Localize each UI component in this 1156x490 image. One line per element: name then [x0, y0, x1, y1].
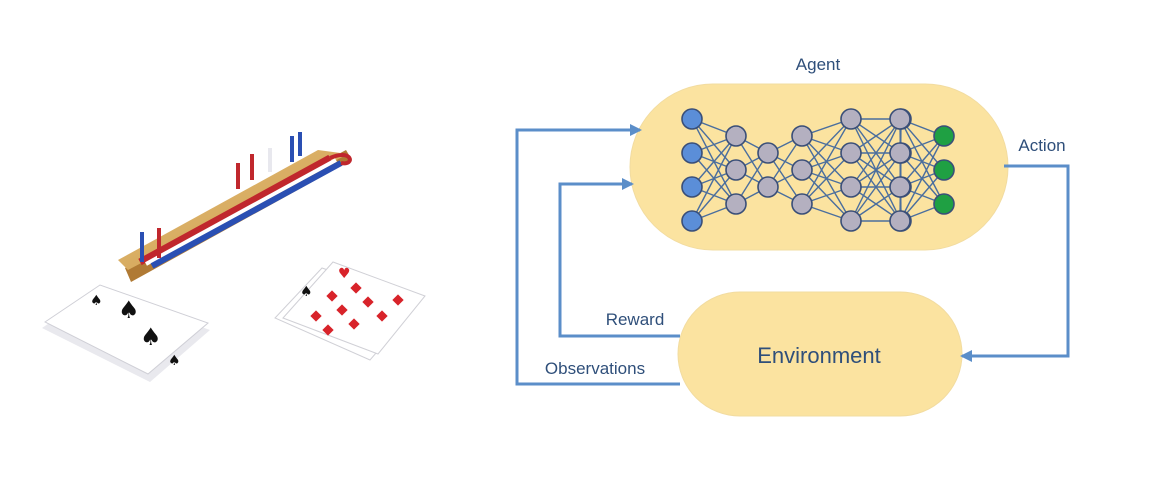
nn-edge	[691, 135, 737, 188]
action-arrow	[960, 164, 1070, 362]
nn-edge	[801, 118, 852, 171]
nn-hidden-node	[791, 193, 813, 215]
nn-edge	[850, 118, 902, 188]
nn-hidden-node	[840, 210, 862, 232]
svg-text:♥: ♥	[338, 266, 351, 282]
nn-hidden-node	[725, 125, 747, 147]
svg-text:♠: ♠	[168, 353, 181, 369]
nn-hidden-node	[889, 108, 911, 130]
cribbage-game-illustration: ♠ ♠ ♠ ♠ ♥ ♠	[42, 132, 426, 382]
observations-label: Observations	[545, 359, 645, 378]
svg-text:♠: ♠	[300, 284, 313, 300]
nn-output-node	[933, 125, 955, 147]
nn-hidden-node	[889, 210, 911, 232]
action-label: Action	[1018, 136, 1065, 155]
nn-hidden-node	[791, 125, 813, 147]
nn-edge	[691, 169, 737, 222]
nn-output-node	[933, 159, 955, 181]
nn-hidden-node	[889, 142, 911, 164]
nn-hidden-node	[725, 159, 747, 181]
nn-output-node	[933, 193, 955, 215]
svg-text:♠: ♠	[90, 293, 103, 309]
nn-hidden-node	[725, 193, 747, 215]
nn-edge	[691, 135, 737, 222]
svg-text:♠: ♠	[140, 323, 162, 351]
nn-input-node	[681, 142, 703, 164]
nn-hidden-node	[840, 108, 862, 130]
nn-edge	[850, 152, 902, 222]
nn-hidden-node	[840, 142, 862, 164]
reward-label: Reward	[606, 310, 665, 329]
environment-label: Environment	[757, 343, 881, 368]
nn-edge	[899, 135, 945, 222]
nn-edge	[801, 152, 852, 205]
nn-hidden-node	[840, 176, 862, 198]
nn-hidden-node	[791, 159, 813, 181]
svg-text:♠: ♠	[118, 296, 140, 324]
nn-input-node	[681, 176, 703, 198]
nn-hidden-node	[757, 176, 779, 198]
nn-hidden-node	[889, 176, 911, 198]
nn-input-node	[681, 210, 703, 232]
nn-edge	[850, 118, 902, 222]
neural-network	[681, 108, 955, 232]
observations-arrow	[515, 124, 680, 386]
agent-label: Agent	[796, 55, 841, 74]
reward-arrow	[558, 178, 680, 338]
nn-input-node	[681, 108, 703, 130]
nn-edge	[801, 118, 852, 205]
nn-hidden-node	[757, 142, 779, 164]
